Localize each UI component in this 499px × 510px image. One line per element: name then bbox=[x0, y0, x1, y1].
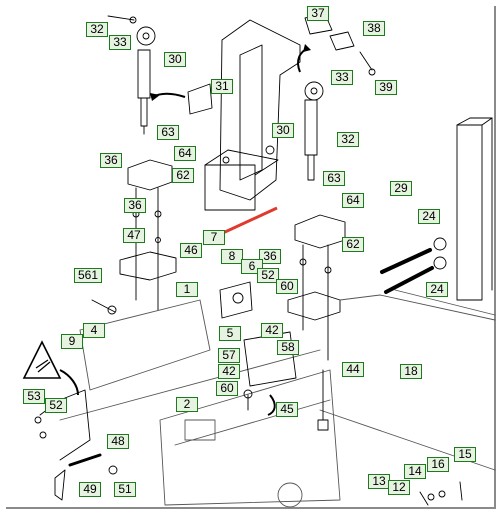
callout-30[interactable]: 30 bbox=[164, 52, 186, 67]
center-tower bbox=[204, 19, 301, 211]
callout-1[interactable]: 1 bbox=[176, 282, 198, 297]
callout-52[interactable]: 52 bbox=[45, 398, 67, 413]
callout-15[interactable]: 15 bbox=[454, 447, 476, 462]
callout-45[interactable]: 45 bbox=[276, 402, 298, 417]
callout-7[interactable]: 7 bbox=[203, 230, 225, 245]
machine-frame-outline bbox=[59, 289, 496, 508]
callout-62[interactable]: 62 bbox=[342, 237, 364, 252]
callout-30[interactable]: 30 bbox=[272, 123, 294, 138]
callout-39[interactable]: 39 bbox=[375, 80, 397, 95]
hose-fittings bbox=[380, 237, 447, 294]
callout-38[interactable]: 38 bbox=[363, 21, 385, 36]
callout-60[interactable]: 60 bbox=[276, 279, 298, 294]
callout-14[interactable]: 14 bbox=[404, 464, 426, 479]
callout-51[interactable]: 51 bbox=[114, 482, 136, 497]
warning-symbol bbox=[22, 340, 62, 379]
callout-46[interactable]: 46 bbox=[180, 243, 202, 258]
callout-36[interactable]: 36 bbox=[100, 153, 122, 168]
callout-31[interactable]: 31 bbox=[211, 79, 233, 94]
callout-24[interactable]: 24 bbox=[418, 209, 440, 224]
bottom-right-fasteners bbox=[419, 481, 463, 506]
callout-12[interactable]: 12 bbox=[388, 480, 410, 495]
callout-8[interactable]: 8 bbox=[221, 249, 243, 264]
callout-13[interactable]: 13 bbox=[368, 474, 390, 489]
bracket-31 bbox=[187, 83, 213, 115]
callout-47[interactable]: 47 bbox=[123, 228, 145, 243]
left-cylinder bbox=[136, 26, 156, 135]
callout-33[interactable]: 33 bbox=[331, 70, 353, 85]
callout-32[interactable]: 32 bbox=[86, 22, 108, 37]
callout-24[interactable]: 24 bbox=[426, 282, 448, 297]
callout-37[interactable]: 37 bbox=[307, 6, 329, 21]
callout-4[interactable]: 4 bbox=[83, 323, 105, 338]
diagram-frame bbox=[6, 6, 496, 509]
callout-57[interactable]: 57 bbox=[218, 348, 240, 363]
right-column bbox=[456, 117, 493, 301]
callout-42[interactable]: 42 bbox=[218, 364, 240, 379]
arrow-tower bbox=[297, 47, 309, 73]
callout-29[interactable]: 29 bbox=[390, 181, 412, 196]
callout-32[interactable]: 32 bbox=[337, 132, 359, 147]
callout-63[interactable]: 63 bbox=[157, 125, 179, 140]
arrow-9 bbox=[59, 369, 79, 396]
callout-18[interactable]: 18 bbox=[400, 364, 422, 379]
arrow-middle bbox=[267, 394, 276, 416]
callout-49[interactable]: 49 bbox=[79, 482, 101, 497]
callout-62[interactable]: 62 bbox=[172, 168, 194, 183]
callout-64[interactable]: 64 bbox=[174, 146, 196, 161]
callout-64[interactable]: 64 bbox=[342, 193, 364, 208]
right-cylinder bbox=[304, 81, 324, 181]
callout-44[interactable]: 44 bbox=[342, 362, 364, 377]
callout-5[interactable]: 5 bbox=[219, 326, 241, 341]
top-left-screw bbox=[107, 15, 137, 24]
callout-60[interactable]: 60 bbox=[216, 381, 238, 396]
callout-36[interactable]: 36 bbox=[259, 249, 281, 264]
callout-16[interactable]: 16 bbox=[427, 457, 449, 472]
callout-58[interactable]: 58 bbox=[277, 340, 299, 355]
callout-561[interactable]: 561 bbox=[74, 268, 102, 283]
callout-36[interactable]: 36 bbox=[124, 198, 146, 213]
callout-52[interactable]: 52 bbox=[257, 268, 279, 283]
callout-2[interactable]: 2 bbox=[176, 397, 198, 412]
callout-53[interactable]: 53 bbox=[23, 389, 45, 404]
callout-9[interactable]: 9 bbox=[61, 334, 83, 349]
callout-48[interactable]: 48 bbox=[107, 434, 129, 449]
callout-63[interactable]: 63 bbox=[323, 171, 345, 186]
callout-42[interactable]: 42 bbox=[261, 323, 283, 338]
callout-33[interactable]: 33 bbox=[109, 35, 131, 50]
